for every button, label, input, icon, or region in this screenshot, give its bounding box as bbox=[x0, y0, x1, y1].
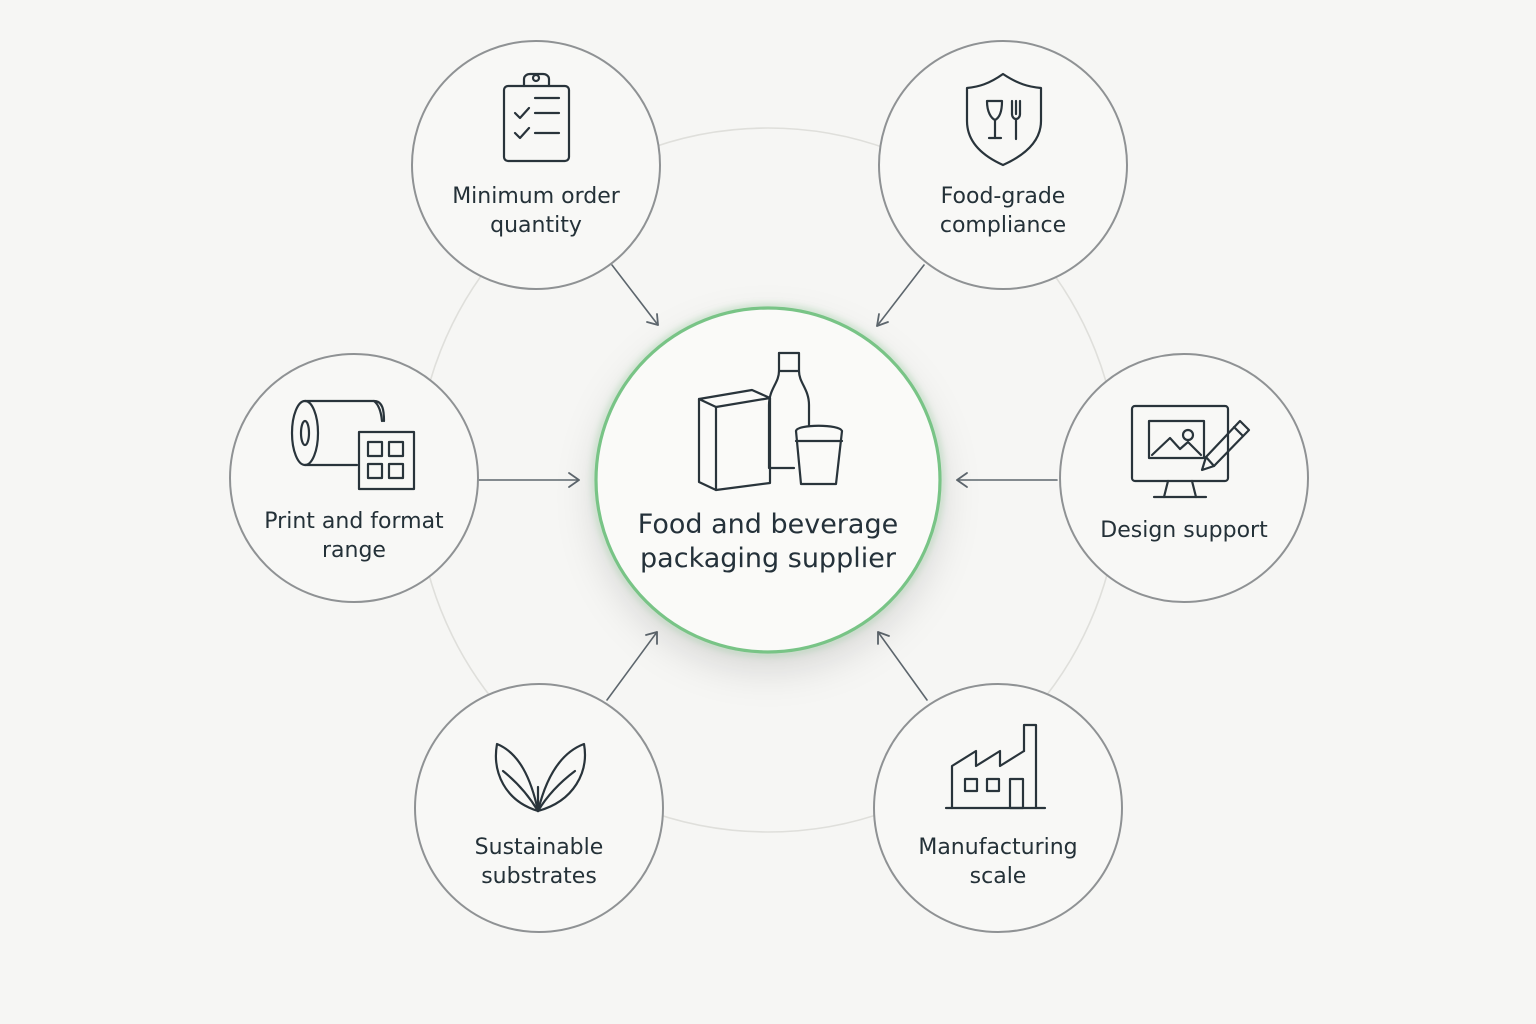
leaf-icon bbox=[494, 742, 586, 813]
node-food-grade-compliance: Food-grade compliance bbox=[878, 40, 1128, 290]
center-title-line2: packaging supplier bbox=[640, 543, 897, 574]
center-title-line1: Food and beverage bbox=[638, 509, 898, 540]
node-manufacturing-scale: Manufacturing scale bbox=[873, 683, 1123, 933]
node-label-print-format-line2: range bbox=[322, 538, 386, 563]
node-label-sustainable-line1: Sustainable bbox=[475, 835, 604, 860]
center-node-circle bbox=[594, 306, 942, 654]
node-label-design-support: Design support bbox=[1100, 518, 1268, 543]
node-circle-minimum-order bbox=[411, 40, 661, 290]
connector-minimum-order bbox=[611, 264, 659, 326]
node-label-manufacturing-line1: Manufacturing bbox=[918, 835, 1077, 860]
node-design-support: Design support bbox=[1059, 353, 1309, 603]
node-circle-print-format bbox=[229, 353, 479, 603]
node-print-format-range: Print and format range bbox=[229, 353, 479, 603]
packaging-icon bbox=[697, 351, 844, 492]
design-monitor-pencil-icon bbox=[1130, 404, 1251, 499]
node-label-food-grade-line1: Food-grade bbox=[941, 184, 1066, 209]
node-label-food-grade-line2: compliance bbox=[940, 213, 1066, 238]
connector-food-grade bbox=[876, 264, 925, 327]
node-label-print-format-line1: Print and format bbox=[264, 509, 444, 534]
connector-sustainable bbox=[606, 631, 658, 701]
connector-design-support bbox=[956, 472, 1058, 488]
node-label-sustainable-line2: substrates bbox=[481, 864, 597, 889]
node-circle-design-support bbox=[1059, 353, 1309, 603]
node-sustainable-substrates: Sustainable substrates bbox=[414, 683, 664, 933]
node-minimum-order-quantity: Minimum order quantity bbox=[411, 40, 661, 290]
center-node: Food and beverage packaging supplier bbox=[594, 306, 942, 654]
connector-lines bbox=[478, 264, 1058, 701]
food-safe-shield-icon bbox=[965, 72, 1043, 167]
factory-icon bbox=[944, 723, 1047, 810]
node-label-manufacturing-line2: scale bbox=[970, 864, 1027, 889]
node-label-minimum-order-line2: quantity bbox=[490, 213, 582, 238]
connector-manufacturing bbox=[877, 631, 928, 701]
clipboard-checklist-icon bbox=[502, 72, 571, 163]
connector-print-format bbox=[478, 472, 580, 488]
node-label-minimum-order-line1: Minimum order bbox=[452, 184, 621, 209]
print-roll-format-icon bbox=[290, 399, 416, 491]
